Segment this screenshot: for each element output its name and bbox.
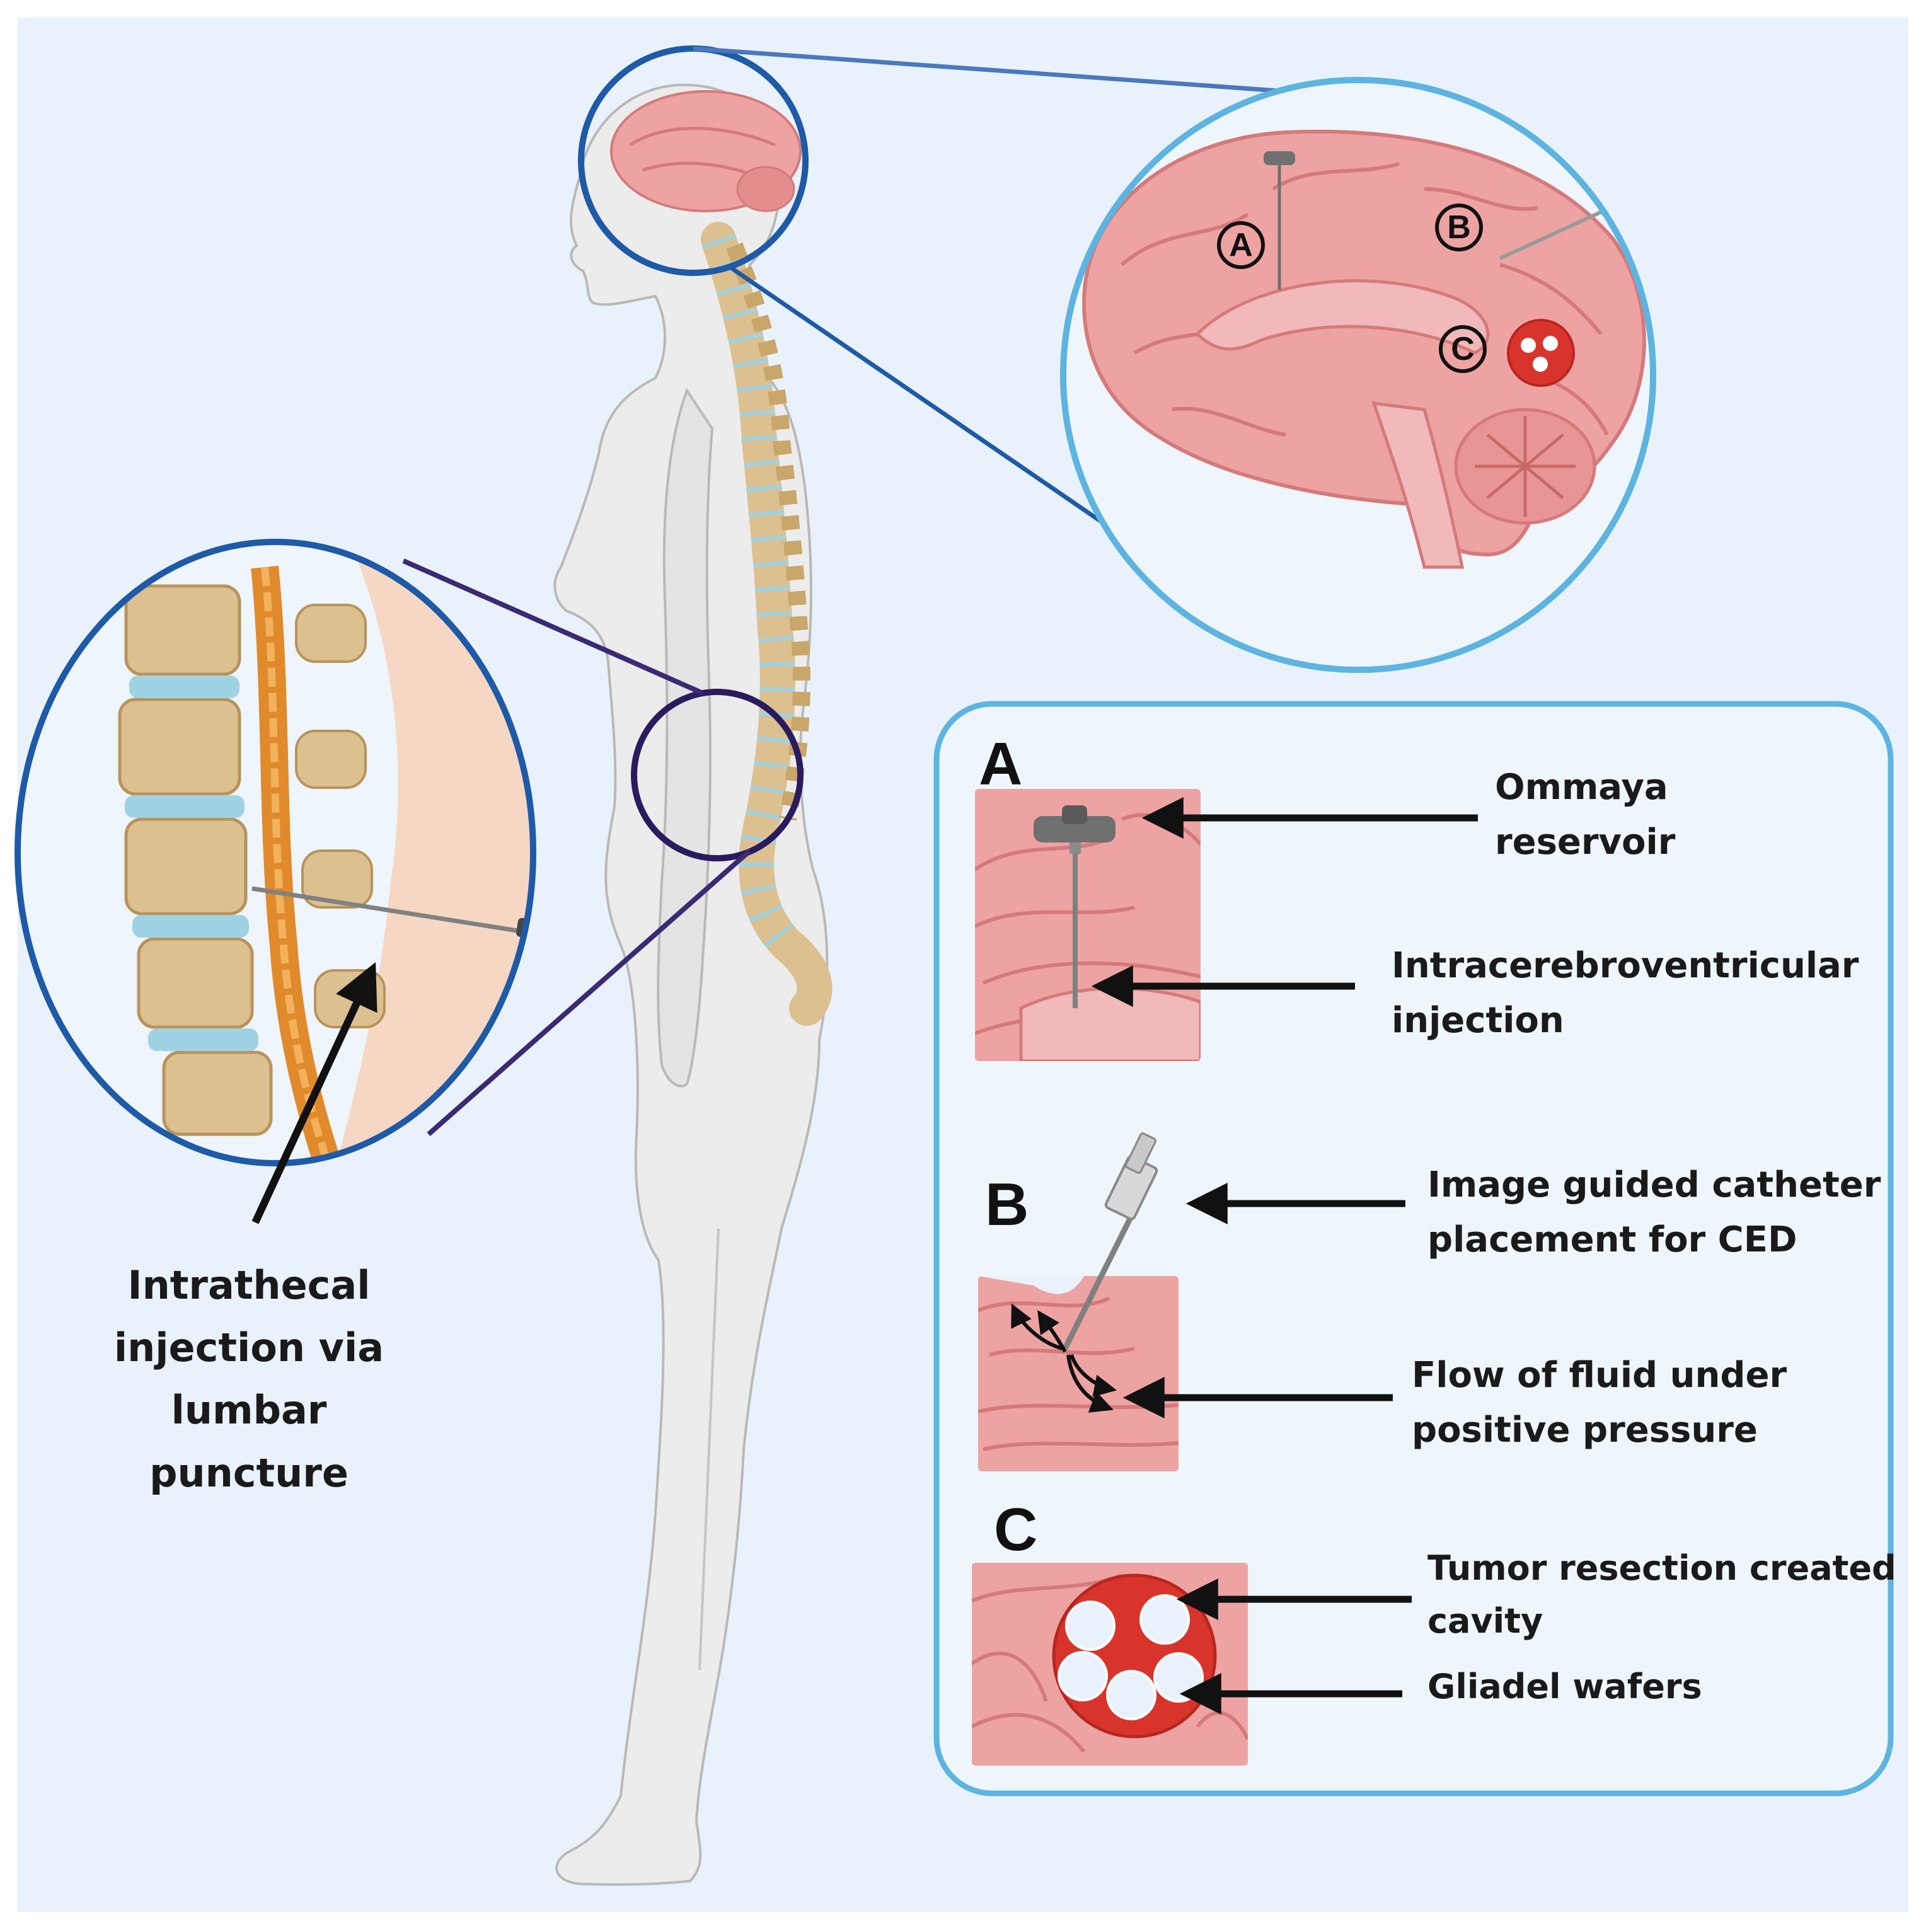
wafers-label-line: Gliadel wafers <box>1427 1667 1702 1706</box>
panel-letter-c: C <box>994 1496 1038 1563</box>
ommaya-label-line: Ommaya <box>1495 767 1668 808</box>
lumbar-ring <box>631 689 804 861</box>
intrathecal-label-line: Intrathecal <box>127 1262 371 1308</box>
icv-label-line: injection <box>1392 999 1564 1041</box>
callout-b: B <box>1435 204 1483 251</box>
flow-label-line: Flow of fluid under <box>1412 1355 1787 1396</box>
cavity-label-line: Tumor resection created <box>1427 1548 1896 1588</box>
intrathecal-label-line: lumbar <box>171 1387 327 1434</box>
ommaya-label: Ommaya reservoir <box>1495 761 1675 870</box>
flow-label: Flow of fluid under positive pressure <box>1412 1348 1787 1458</box>
icv-label-line: Intracerebroventricular <box>1392 945 1859 986</box>
cavity-label: Tumor resection created cavity <box>1427 1542 1896 1647</box>
panel-arrows <box>1091 797 1478 1715</box>
panel-letter-b: B <box>985 1171 1029 1238</box>
ommaya-label-line: reservoir <box>1495 821 1676 863</box>
panel-b-image <box>978 1132 1179 1471</box>
flow-label-line: positive pressure <box>1412 1409 1758 1451</box>
zoom-line-lumbar-bottom <box>427 849 752 1136</box>
wafers-label: Gliadel wafers <box>1427 1660 1702 1713</box>
catheter-label-line: placement for CED <box>1427 1219 1797 1260</box>
intrathecal-label-line: injection via <box>113 1325 384 1371</box>
cavity-label-line: cavity <box>1427 1601 1543 1641</box>
callout-c: C <box>1439 325 1487 373</box>
catheter-label: Image guided catheter placement for CED <box>1427 1158 1881 1268</box>
spine <box>701 222 833 1026</box>
panel-a-image <box>975 789 1201 1061</box>
zoom-line-lumbar-top <box>402 558 704 696</box>
zoom-line-top <box>693 46 1330 97</box>
catheter-label-line: Image guided catheter <box>1427 1164 1881 1205</box>
intrathecal-arrow <box>251 962 378 1224</box>
small-brain <box>610 90 802 212</box>
intrathecal-label-line: puncture <box>149 1449 349 1496</box>
callout-a: A <box>1217 221 1265 269</box>
intrathecal-label: Intrathecal injection via lumbar punctur… <box>95 1254 403 1504</box>
panel-c-image <box>972 1563 1248 1766</box>
panel-letter-a: A <box>979 730 1023 798</box>
icv-label: Intracerebroventricular injection <box>1392 939 1859 1049</box>
